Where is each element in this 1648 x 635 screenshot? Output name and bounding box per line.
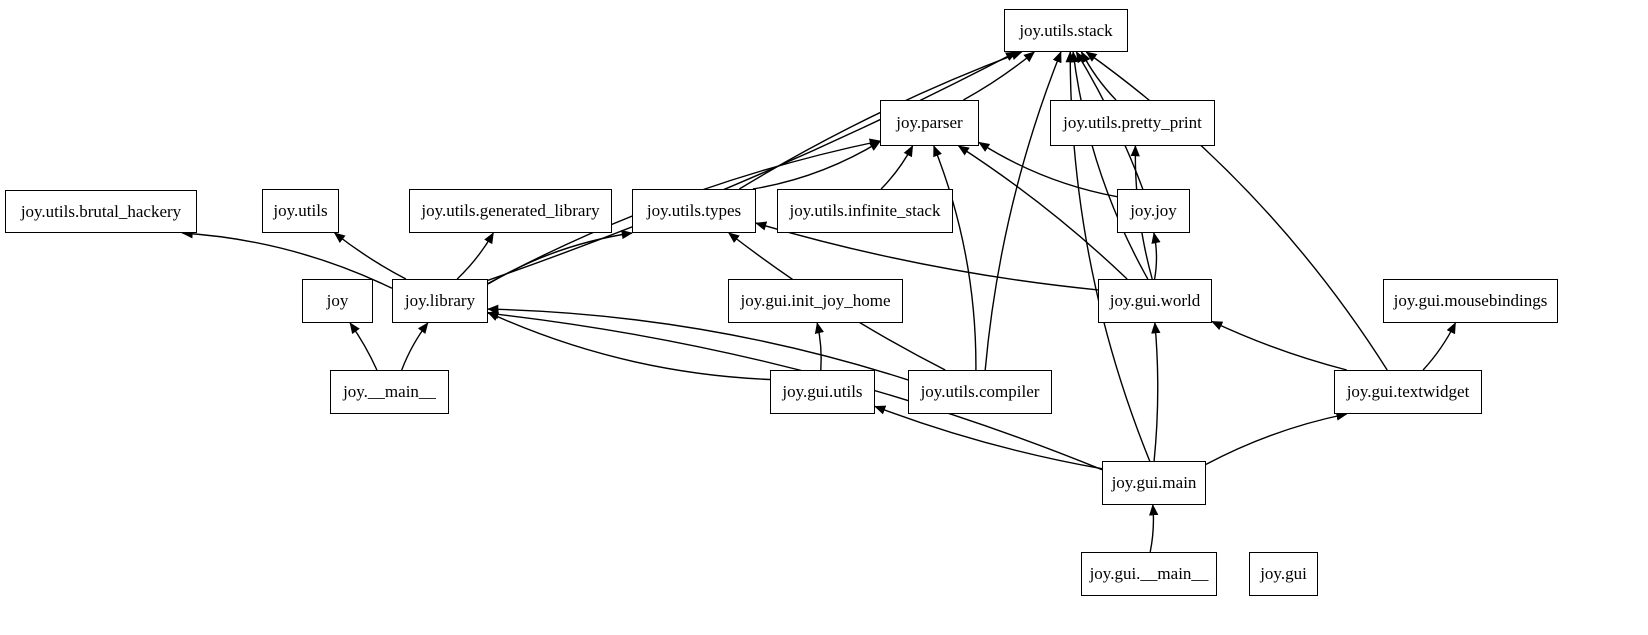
- node-label: joy.utils.pretty_print: [1063, 113, 1202, 132]
- edge-world-to-parser: [957, 145, 1128, 280]
- node-label: joy.__main__: [343, 382, 436, 401]
- node-label: joy.joy: [1130, 201, 1177, 220]
- node-label: joy.gui.utils: [782, 382, 863, 401]
- edge-gui_utils-to-init_joy_home: [814, 322, 824, 371]
- node-main[interactable]: joy.__main__: [330, 370, 449, 414]
- edge-types-to-parser: [752, 140, 881, 190]
- edge-compiler-to-stack: [984, 51, 1062, 371]
- node-label: joy.utils.types: [646, 201, 742, 220]
- edge-gui_main-to-textwidget: [1205, 411, 1348, 466]
- node-brutal_hackery[interactable]: joy.utils.brutal_hackery: [5, 190, 197, 233]
- edge-parser-to-stack: [963, 51, 1036, 101]
- node-gui_main[interactable]: joy.gui.main: [1102, 461, 1206, 505]
- edge-textwidget-to-stack: [1085, 51, 1388, 371]
- edge-infinite_stack-to-parser: [880, 145, 914, 190]
- node-label: joy.utils.compiler: [920, 382, 1040, 401]
- edge-world-to-joyjoy: [1151, 232, 1161, 280]
- node-library[interactable]: joy.library: [392, 279, 488, 323]
- node-stack[interactable]: joy.utils.stack: [1004, 9, 1128, 52]
- node-gui__main__[interactable]: joy.gui.__main__: [1081, 552, 1217, 596]
- node-label: joy.parser: [896, 113, 963, 132]
- node-label: joy.library: [404, 291, 476, 310]
- node-label: joy: [326, 291, 349, 310]
- node-label: joy.gui.init_joy_home: [740, 291, 891, 310]
- edge-world-to-stack: [1069, 51, 1149, 280]
- node-label: joy.gui.__main__: [1089, 564, 1209, 583]
- edge-main-to-library: [401, 322, 429, 371]
- node-joyjoy[interactable]: joy.joy: [1117, 189, 1190, 233]
- node-label: joy.gui.main: [1111, 473, 1197, 492]
- edge-main-to-joy: [349, 322, 378, 371]
- edge-library-to-brutal_hackery: [181, 229, 393, 289]
- node-generated_library[interactable]: joy.utils.generated_library: [409, 189, 612, 233]
- node-mousebindings[interactable]: joy.gui.mousebindings: [1383, 279, 1558, 323]
- edge-gui_main-to-world: [1151, 322, 1161, 462]
- node-joy[interactable]: joy: [302, 279, 373, 323]
- node-types[interactable]: joy.utils.types: [632, 189, 756, 233]
- edge-types-to-stack: [738, 51, 1023, 190]
- edge-joyjoy-to-parser: [978, 141, 1118, 198]
- node-label: joy.gui.textwidget: [1346, 382, 1470, 401]
- node-gui[interactable]: joy.gui: [1249, 552, 1318, 596]
- edge-library-to-stack: [487, 51, 1018, 281]
- node-init_joy_home[interactable]: joy.gui.init_joy_home: [728, 279, 903, 323]
- edge-library-to-utils: [333, 232, 407, 280]
- node-parser[interactable]: joy.parser: [880, 100, 979, 146]
- node-utils[interactable]: joy.utils: [262, 189, 339, 233]
- edge-textwidget-to-mousebindings: [1422, 322, 1457, 371]
- edge-library-to-generated_library: [456, 232, 494, 280]
- node-label: joy.utils.stack: [1019, 20, 1113, 40]
- edge-textwidget-to-world: [1211, 320, 1347, 371]
- node-world[interactable]: joy.gui.world: [1098, 279, 1212, 323]
- edge-library-to-types: [487, 229, 633, 285]
- edge-compiler-to-library: [487, 304, 909, 381]
- node-label: joy.utils.generated_library: [421, 201, 600, 220]
- edge-world-to-types: [755, 221, 1099, 291]
- node-compiler[interactable]: joy.utils.compiler: [908, 370, 1052, 414]
- node-label: joy.utils.brutal_hackery: [20, 201, 182, 221]
- edge-gui__main__-to-gui_main: [1149, 504, 1159, 553]
- node-label: joy.utils: [273, 201, 328, 220]
- node-textwidget[interactable]: joy.gui.textwidget: [1334, 370, 1482, 414]
- node-label: joy.gui.world: [1109, 291, 1201, 310]
- node-label: joy.gui.mousebindings: [1393, 291, 1548, 310]
- edge-gui_utils-to-library: [487, 311, 771, 381]
- node-label: joy.gui: [1260, 564, 1307, 583]
- node-gui_utils[interactable]: joy.gui.utils: [770, 370, 875, 414]
- edge-compiler-to-parser: [933, 145, 977, 371]
- edge-gui_main-to-gui_utils: [874, 405, 1103, 470]
- node-pretty_print[interactable]: joy.utils.pretty_print: [1050, 100, 1215, 146]
- node-infinite_stack[interactable]: joy.utils.infinite_stack: [777, 189, 953, 233]
- node-label: joy.utils.infinite_stack: [789, 201, 941, 220]
